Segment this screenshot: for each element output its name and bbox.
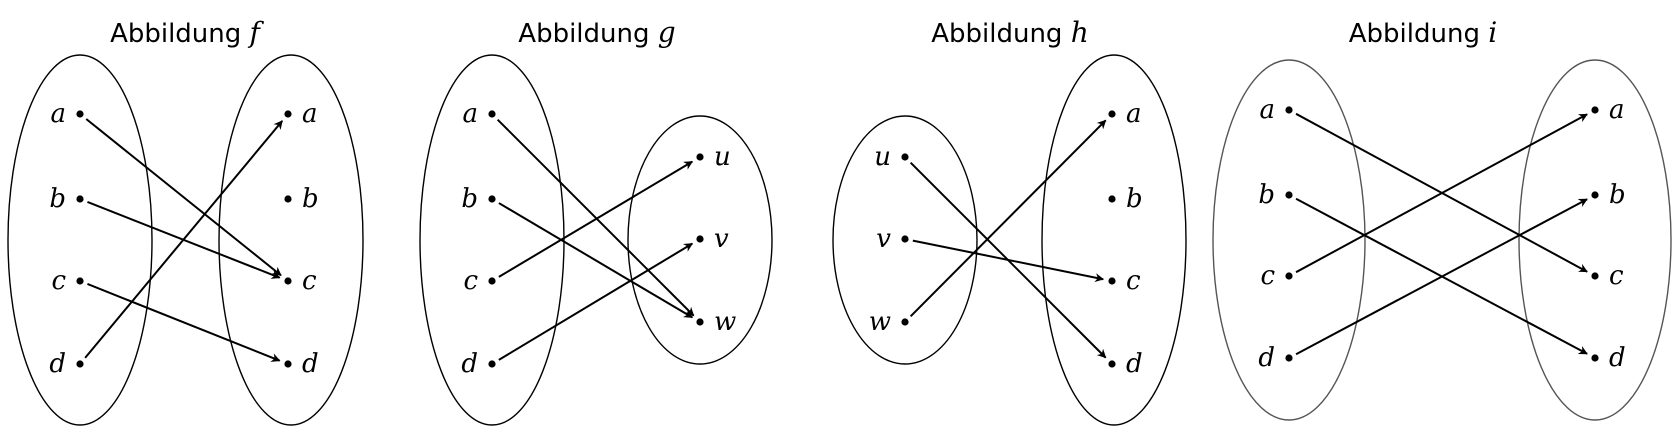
arrow-d-to-a: [84, 120, 284, 359]
diagram-i: Abbildung i a b c d a b c d: [1212, 16, 1672, 421]
arrow-d-to-v: [498, 242, 694, 361]
diagram-h: Abbildung h u v w a b c d: [832, 16, 1187, 426]
domain-label-d: d: [461, 349, 478, 379]
diagram-title: Abbildung f: [110, 16, 264, 49]
codomain-point-c: [284, 277, 292, 285]
codomain-point-a: [284, 110, 292, 118]
domain-point-c: [1285, 272, 1293, 280]
codomain-label-d: d: [302, 349, 319, 379]
domain-point-a: [488, 110, 496, 118]
codomain-label-a: a: [302, 99, 318, 129]
codomain-set-ellipse: [627, 115, 773, 365]
domain-label-c: c: [1260, 261, 1275, 291]
domain-label-b: b: [461, 184, 478, 214]
codomain-set-ellipse: [1518, 59, 1672, 421]
codomain-label-v: v: [714, 224, 729, 254]
diagram-title-text: Abbildung: [518, 19, 657, 49]
codomain-point-d: [1591, 354, 1599, 362]
domain-label-v: v: [876, 224, 891, 254]
domain-point-d: [488, 360, 496, 368]
arrow-w-to-a: [909, 119, 1107, 318]
domain-label-a: a: [50, 99, 66, 129]
codomain-label-c: c: [1609, 261, 1624, 291]
domain-point-b: [1285, 191, 1293, 199]
domain-label-d: d: [1258, 343, 1275, 373]
codomain-point-c: [1108, 277, 1116, 285]
diagram-title-variable: i: [1488, 16, 1497, 49]
domain-set-ellipse: [832, 115, 978, 365]
codomain-point-a: [1108, 110, 1116, 118]
domain-point-b: [488, 195, 496, 203]
domain-point-d: [76, 360, 84, 368]
domain-point-c: [488, 277, 496, 285]
domain-set-ellipse: [7, 54, 153, 426]
domain-point-u: [901, 153, 909, 161]
diagram-f: Abbildung f a b c d a b c d: [7, 16, 364, 426]
domain-label-c: c: [51, 266, 66, 296]
domain-label-u: u: [874, 142, 891, 172]
domain-point-a: [76, 110, 84, 118]
domain-set-ellipse: [1212, 59, 1366, 421]
codomain-point-d: [284, 360, 292, 368]
arrow-d-to-b: [1295, 198, 1588, 356]
domain-label-d: d: [49, 349, 66, 379]
codomain-label-u: u: [714, 142, 731, 172]
codomain-label-b: b: [1126, 184, 1143, 214]
codomain-label-d: d: [1126, 349, 1143, 379]
domain-label-b: b: [1258, 180, 1275, 210]
diagram-title-text: Abbildung: [931, 19, 1070, 49]
domain-label-a: a: [462, 99, 478, 129]
arrow-v-to-c: [912, 239, 1105, 283]
domain-point-v: [901, 235, 909, 243]
codomain-label-b: b: [1609, 180, 1626, 210]
arrow-b-to-w: [498, 202, 694, 319]
codomain-label-a: a: [1126, 99, 1142, 129]
domain-label-w: w: [869, 307, 891, 337]
codomain-point-a: [1591, 106, 1599, 114]
domain-point-b: [76, 195, 84, 203]
domain-label-a: a: [1259, 95, 1275, 125]
codomain-point-b: [1108, 195, 1116, 203]
domain-point-d: [1285, 354, 1293, 362]
codomain-set-ellipse: [1041, 54, 1187, 426]
diagram-title-text: Abbildung: [110, 19, 249, 49]
domain-point-c: [76, 277, 84, 285]
diagram-title-variable: h: [1071, 16, 1089, 49]
codomain-point-c: [1591, 272, 1599, 280]
diagram-title-variable: f: [248, 16, 265, 49]
domain-point-w: [901, 318, 909, 326]
codomain-point-b: [1591, 191, 1599, 199]
codomain-label-b: b: [302, 184, 319, 214]
arrow-c-to-a: [1295, 113, 1588, 274]
codomain-label-c: c: [302, 266, 317, 296]
diagram-title: Abbildung i: [1349, 16, 1497, 49]
codomain-label-a: a: [1609, 95, 1625, 125]
diagram-title: Abbildung g: [518, 16, 675, 49]
arrow-a-to-c: [85, 118, 282, 277]
codomain-set-ellipse: [218, 54, 364, 426]
codomain-label-c: c: [1126, 266, 1141, 296]
arrow-c-to-d: [87, 283, 281, 362]
domain-point-a: [1285, 106, 1293, 114]
codomain-label-w: w: [714, 307, 736, 337]
codomain-point-v: [696, 235, 704, 243]
arrow-c-to-u: [498, 160, 694, 278]
diagram-title-text: Abbildung: [1349, 19, 1488, 49]
domain-label-b: b: [49, 184, 66, 214]
codomain-point-u: [696, 153, 704, 161]
diagram-title: Abbildung h: [931, 16, 1089, 49]
domain-set-ellipse: [419, 54, 565, 426]
arrow-a-to-w: [496, 118, 695, 317]
codomain-label-d: d: [1609, 343, 1626, 373]
codomain-point-d: [1108, 360, 1116, 368]
domain-label-c: c: [463, 266, 478, 296]
diagram-title-variable: g: [658, 16, 676, 49]
codomain-point-w: [696, 318, 704, 326]
codomain-point-b: [284, 195, 292, 203]
diagram-g: Abbildung g a b c d u v w: [419, 16, 773, 426]
